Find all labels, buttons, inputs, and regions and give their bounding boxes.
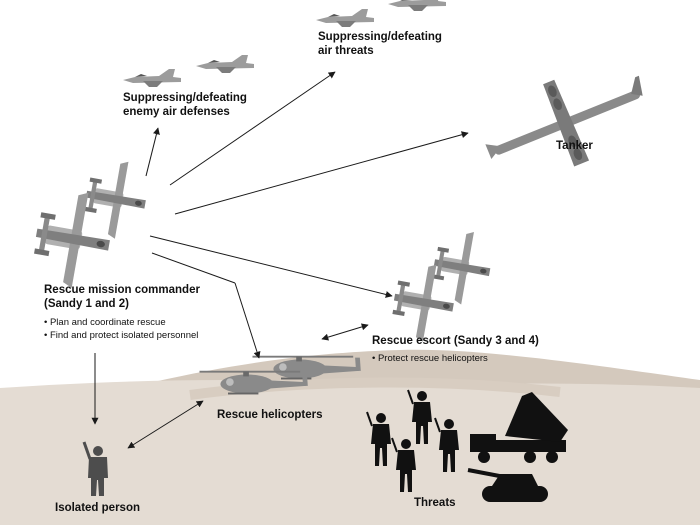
fighter-jet-icon xyxy=(316,9,374,27)
helicopters-label: Rescue helicopters xyxy=(217,409,323,421)
escort-label: Rescue escort (Sandy 3 and 4) xyxy=(372,335,539,347)
air-threats-label-line2: air threats xyxy=(318,45,374,57)
commander-label-line2: (Sandy 1 and 2) xyxy=(44,298,129,310)
escort-bullets: • Protect rescue helicopters xyxy=(372,352,488,365)
fighter-jet-icon xyxy=(123,69,181,87)
a10-icon xyxy=(428,226,497,309)
commander-bullets: • Plan and coordinate rescue • Find and … xyxy=(44,316,198,342)
tanker-aircraft-icon xyxy=(485,75,643,167)
flow-arrows xyxy=(91,71,469,449)
commander-label: Rescue mission commander (Sandy 1 and 2) xyxy=(44,283,200,311)
tank-icon xyxy=(467,468,548,502)
threats-label: Threats xyxy=(414,497,456,509)
commander-bullet: • Plan and coordinate rescue xyxy=(44,317,166,328)
fighter-jet-icon xyxy=(196,55,254,73)
a10-icon xyxy=(79,155,152,243)
fighter-jet-icon xyxy=(388,0,446,11)
commander-label-line1: Rescue mission commander xyxy=(44,284,200,296)
soldier-icon xyxy=(82,441,108,496)
sead-label: Suppressing/defeating enemy air defenses xyxy=(123,91,247,119)
commander-bullet: • Find and protect isolated personnel xyxy=(44,330,199,341)
tanker-label: Tanker xyxy=(556,140,593,152)
isolated-person-label: Isolated person xyxy=(55,502,140,514)
rocket-launcher-icon xyxy=(470,392,568,463)
sead-label-line1: Suppressing/defeating xyxy=(123,92,247,104)
escort-bullet: • Protect rescue helicopters xyxy=(372,353,488,364)
air-threats-label: Suppressing/defeating air threats xyxy=(318,30,442,58)
sead-label-line2: enemy air defenses xyxy=(123,106,230,118)
air-threats-label-line1: Suppressing/defeating xyxy=(318,31,442,43)
